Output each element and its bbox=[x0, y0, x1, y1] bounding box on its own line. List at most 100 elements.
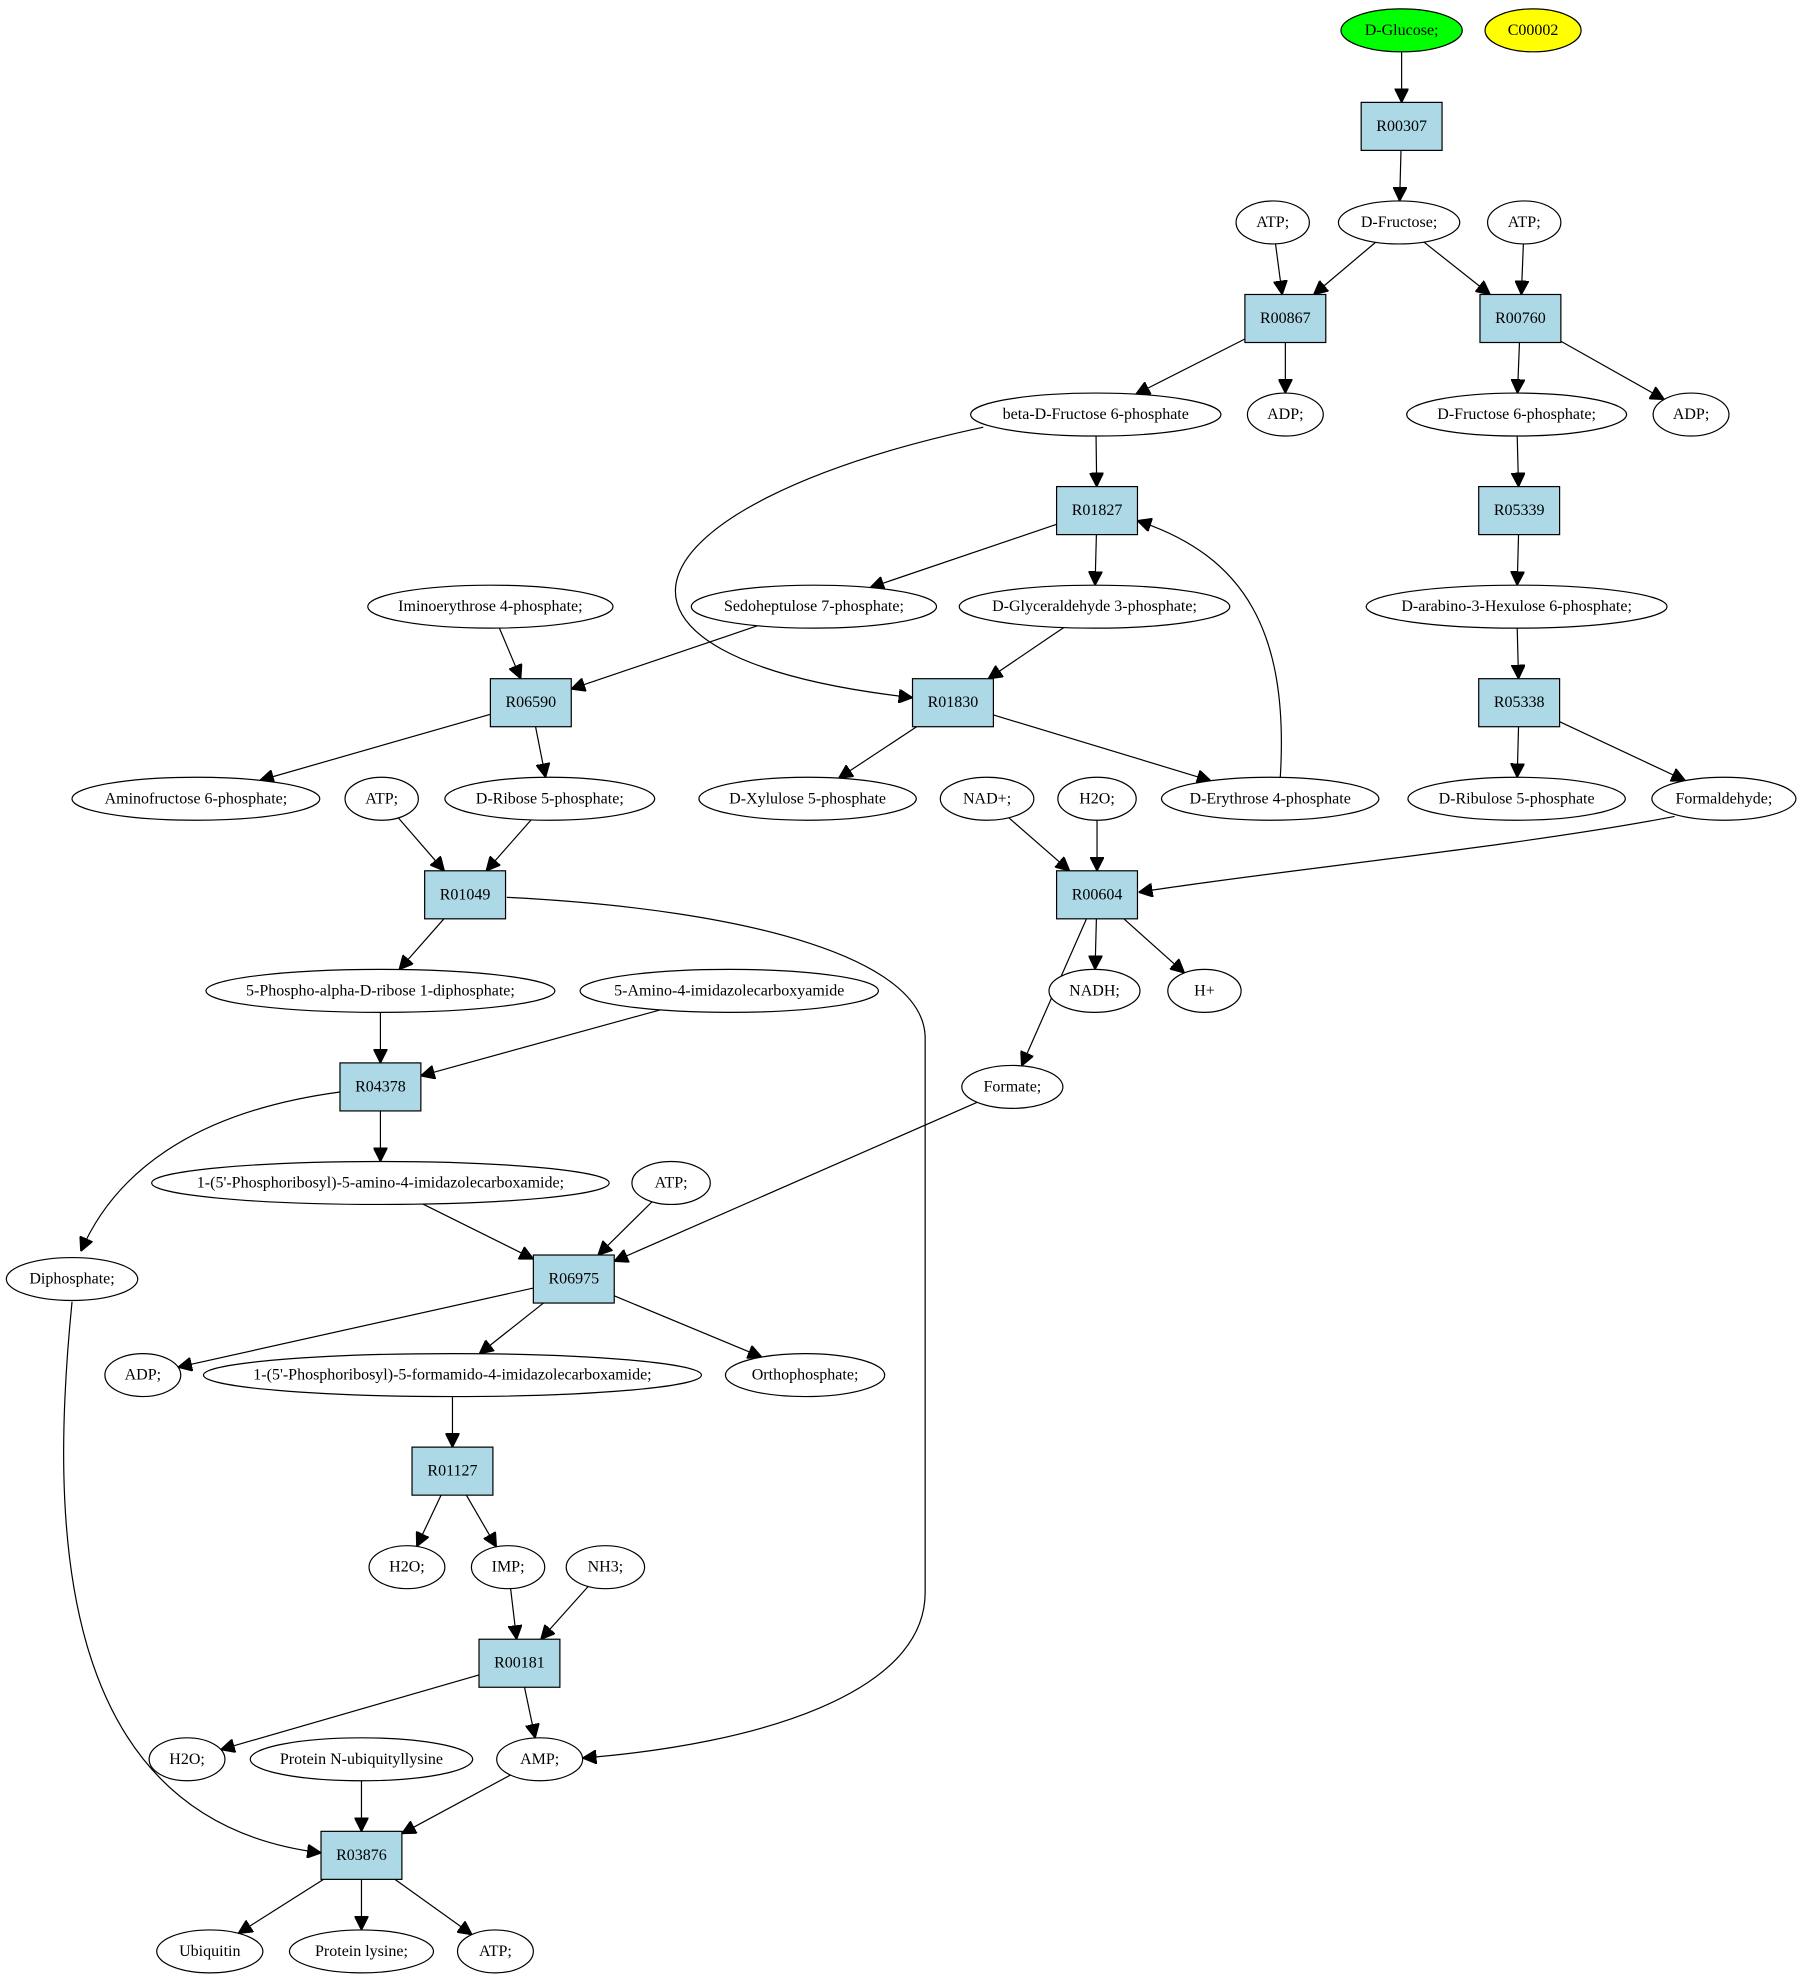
reaction-label: R00307 bbox=[1376, 118, 1427, 135]
compound-ellipse bbox=[690, 584, 938, 629]
compound-node-c_atp3[interactable]: ATP; bbox=[344, 776, 419, 821]
compound-node-c_x5p[interactable]: D-Xylulose 5-phosphate bbox=[698, 776, 917, 821]
compound-label: D-Ribulose 5-phosphate bbox=[1439, 790, 1595, 807]
compound-node-c_fructose[interactable]: D-Fructose; bbox=[1337, 200, 1461, 245]
compound-node-c_h2o2[interactable]: H2O; bbox=[368, 1545, 446, 1590]
reaction-node-r06590[interactable]: R06590 bbox=[489, 678, 572, 728]
compound-node-c_e4p[interactable]: D-Erythrose 4-phosphate bbox=[1160, 776, 1380, 821]
compound-node-c_ubiquitin[interactable]: Ubiquitin bbox=[156, 1929, 264, 1974]
edge-r00604-to-c_nadh bbox=[1095, 919, 1096, 970]
compound-label: Ubiquitin bbox=[179, 1943, 240, 1960]
compound-label: 5-Amino-4-imidazolecarboxyamide bbox=[614, 982, 844, 999]
compound-ellipse bbox=[1484, 8, 1582, 53]
compound-label: Formaldehyde; bbox=[1675, 790, 1772, 807]
compound-label: Iminoerythrose 4-phosphate; bbox=[398, 598, 582, 615]
reaction-node-r05338[interactable]: R05338 bbox=[1478, 678, 1561, 728]
compound-node-c_nadh[interactable]: NADH; bbox=[1048, 968, 1141, 1013]
compound-node-c_aminof6p[interactable]: Aminofructose 6-phosphate; bbox=[71, 776, 321, 821]
reaction-node-r01827[interactable]: R01827 bbox=[1055, 485, 1139, 536]
edge-c_atp2-to-r00760 bbox=[1521, 244, 1523, 295]
compound-node-c_aicar[interactable]: 1-(5'-Phosphoribosyl)-5-amino-4-imidazol… bbox=[151, 1160, 610, 1206]
reaction-box bbox=[532, 1254, 615, 1304]
compound-node-c_plys[interactable]: Protein lysine; bbox=[288, 1929, 435, 1974]
compound-ellipse bbox=[71, 776, 321, 821]
compound-node-c_iminoe4p[interactable]: Iminoerythrose 4-phosphate; bbox=[367, 584, 614, 629]
edge-r00307-to-c_fructose bbox=[1400, 150, 1401, 201]
compound-ellipse bbox=[939, 776, 1035, 821]
edge-c_df6p-to-r05339 bbox=[1517, 436, 1518, 487]
compound-node-c_atp5[interactable]: ATP; bbox=[456, 1929, 534, 1974]
compound-node-c_formaldehyde[interactable]: Formaldehyde; bbox=[1651, 776, 1797, 821]
compound-node-c_h2o3[interactable]: H2O; bbox=[148, 1737, 226, 1782]
compound-label: H2O; bbox=[169, 1751, 205, 1768]
reaction-node-r05339[interactable]: R05339 bbox=[1478, 485, 1561, 536]
compound-node-c_atp2[interactable]: ATP; bbox=[1486, 200, 1562, 245]
compound-ellipse bbox=[249, 1737, 474, 1782]
compound-label: beta-D-Fructose 6-phosphate bbox=[1003, 406, 1189, 423]
reaction-node-r01830[interactable]: R01830 bbox=[911, 678, 994, 728]
edge-c_g3p-to-r01830 bbox=[988, 628, 1063, 679]
reaction-node-r01127[interactable]: R01127 bbox=[411, 1446, 494, 1496]
compound-label: ATP; bbox=[479, 1943, 512, 1960]
compound-node-c_r5p[interactable]: D-Ribose 5-phosphate; bbox=[444, 776, 656, 821]
compound-node-c_adp2[interactable]: ADP; bbox=[1652, 392, 1730, 437]
compound-node-c_prpp[interactable]: 5-Phospho-alpha-D-ribose 1-diphosphate; bbox=[205, 968, 556, 1013]
edge-c_imp-to-r00181 bbox=[511, 1589, 517, 1640]
reaction-node-r06975[interactable]: R06975 bbox=[532, 1254, 615, 1304]
edge-c_s7p-to-r06590 bbox=[571, 626, 757, 689]
compound-node-c_g3p[interactable]: D-Glyceraldehyde 3-phosphate; bbox=[958, 584, 1231, 629]
compound-node-c_pnul[interactable]: Protein N-ubiquityllysine bbox=[249, 1737, 474, 1782]
compound-ellipse bbox=[1652, 392, 1730, 437]
reaction-box bbox=[339, 1062, 422, 1112]
compound-node-c_glucose[interactable]: D-Glucose; bbox=[1340, 8, 1463, 53]
compound-node-c_imp[interactable]: IMP; bbox=[470, 1545, 546, 1590]
reaction-node-r04378[interactable]: R04378 bbox=[339, 1062, 422, 1112]
edge-c_r5p-to-r01049 bbox=[486, 820, 531, 871]
compound-node-c_df6p[interactable]: D-Fructose 6-phosphate; bbox=[1406, 392, 1628, 437]
edge-r03876-to-c_ubiquitin bbox=[238, 1879, 323, 1933]
compound-label: Formate; bbox=[983, 1078, 1041, 1095]
compound-node-c_diphosphate[interactable]: Diphosphate; bbox=[5, 1256, 139, 1302]
compound-node-c_nad[interactable]: NAD+; bbox=[939, 776, 1035, 821]
compound-node-c_atp4[interactable]: ATP; bbox=[631, 1160, 711, 1206]
edge-r01827-to-c_g3p bbox=[1095, 535, 1096, 586]
reaction-label: R00604 bbox=[1072, 886, 1123, 903]
edge-r01830-to-c_e4p bbox=[993, 715, 1210, 781]
edge-c_aicar-to-r06975 bbox=[423, 1204, 533, 1259]
compound-node-c_adp1[interactable]: ADP; bbox=[1246, 392, 1324, 437]
reaction-node-r03876[interactable]: R03876 bbox=[320, 1830, 403, 1880]
reaction-node-r00604[interactable]: R00604 bbox=[1055, 870, 1139, 920]
compound-node-c_formate[interactable]: Formate; bbox=[961, 1064, 1064, 1110]
compound-ellipse bbox=[631, 1160, 711, 1206]
reaction-label: R00867 bbox=[1260, 310, 1311, 327]
compound-node-c_hexulose6p[interactable]: D-arabino-3-Hexulose 6-phosphate; bbox=[1365, 584, 1668, 629]
compound-node-c_bdf6p[interactable]: beta-D-Fructose 6-phosphate bbox=[970, 392, 1222, 437]
compound-label: Protein lysine; bbox=[315, 1943, 408, 1960]
reaction-node-r00307[interactable]: R00307 bbox=[1360, 101, 1443, 151]
compound-node-c_c00002[interactable]: C00002 bbox=[1484, 8, 1582, 53]
compound-node-c_amp[interactable]: AMP; bbox=[496, 1737, 584, 1782]
compound-node-c_atp1[interactable]: ATP; bbox=[1235, 200, 1310, 245]
edge-layer bbox=[64, 52, 1686, 1935]
compound-node-c_faicar[interactable]: 1-(5'-Phosphoribosyl)-5-formamido-4-imid… bbox=[202, 1352, 703, 1398]
reaction-node-r00867[interactable]: R00867 bbox=[1244, 293, 1327, 344]
compound-node-c_h2o1[interactable]: H2O; bbox=[1057, 776, 1137, 821]
compound-node-c_nh3[interactable]: NH3; bbox=[565, 1545, 646, 1590]
compound-node-c_s7p[interactable]: Sedoheptulose 7-phosphate; bbox=[690, 584, 938, 629]
compound-node-c_orthophosphate[interactable]: Orthophosphate; bbox=[724, 1352, 886, 1398]
compound-node-c_ru5p[interactable]: D-Ribulose 5-phosphate bbox=[1407, 776, 1626, 821]
compound-node-c_aica[interactable]: 5-Amino-4-imidazolecarboxyamide bbox=[579, 968, 879, 1013]
compound-label: D-Glyceraldehyde 3-phosphate; bbox=[992, 598, 1197, 615]
reaction-node-r01049[interactable]: R01049 bbox=[424, 870, 507, 920]
compound-label: D-Ribose 5-phosphate; bbox=[476, 790, 624, 807]
compound-node-c_adp3[interactable]: ADP; bbox=[104, 1352, 182, 1398]
reaction-box bbox=[1360, 101, 1443, 151]
compound-ellipse bbox=[565, 1545, 646, 1590]
compound-label: H+ bbox=[1194, 982, 1215, 999]
compound-ellipse bbox=[1048, 968, 1141, 1013]
reaction-node-r00760[interactable]: R00760 bbox=[1479, 293, 1562, 344]
compound-node-c_hplus[interactable]: H+ bbox=[1167, 968, 1242, 1013]
edge-r06975-to-c_orthophosphate bbox=[614, 1296, 761, 1357]
reaction-node-r00181[interactable]: R00181 bbox=[478, 1638, 561, 1688]
